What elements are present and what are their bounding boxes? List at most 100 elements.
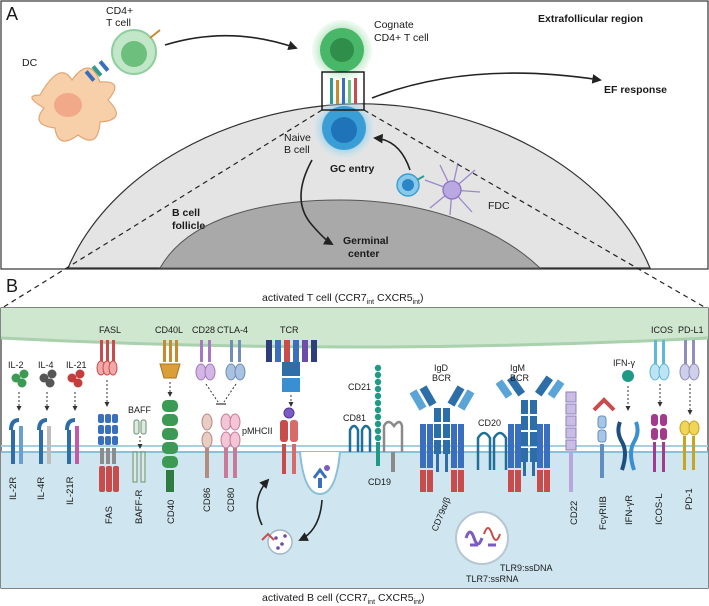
endosome xyxy=(261,529,293,555)
cognate-label-2: CD4+ T cell xyxy=(374,32,429,44)
arrow-gc-entry xyxy=(300,159,334,245)
cd19-receptor xyxy=(382,420,404,472)
il4-label: IL-4 xyxy=(38,360,54,370)
baff-label: BAFF xyxy=(128,405,152,415)
baff-ligand xyxy=(133,419,147,435)
igm-bcr xyxy=(495,375,565,492)
cd4-t-cell xyxy=(111,29,161,75)
synapse-zoom-box xyxy=(321,71,365,111)
igm-label-1: IgM xyxy=(510,363,525,373)
fdc-b-cell xyxy=(396,173,425,197)
il2r-label: IL-2R xyxy=(8,477,19,500)
ifngr-label: IFN-γR xyxy=(624,495,635,525)
igd-bcr xyxy=(409,385,475,492)
il21r-label: IL-21R xyxy=(65,476,76,505)
cd81-receptor xyxy=(348,424,372,452)
il2-label: IL-2 xyxy=(8,360,24,370)
ifng-label: IFN-γ xyxy=(613,358,635,368)
igm-label-2: BCR xyxy=(510,373,530,383)
igd-label-2: BCR xyxy=(432,373,452,383)
ctla4-receptor xyxy=(225,340,246,381)
cd40-receptor xyxy=(162,400,178,492)
cd19-label: CD19 xyxy=(368,477,391,487)
b-cell-caption: activated B cell (CCR7int CXCR5int) xyxy=(262,592,424,606)
cd80-label: CD80 xyxy=(226,488,237,512)
pd1-receptor xyxy=(679,420,700,470)
baffr-receptor xyxy=(132,451,146,483)
tlr9-label: TLR9:ssDNA xyxy=(500,563,553,573)
cognate-t-cell xyxy=(312,20,372,80)
naive-label-2: B cell xyxy=(284,144,310,156)
ifngr-receptor xyxy=(616,421,640,471)
pmhcii-complex xyxy=(280,407,298,474)
il4r-label: IL-4R xyxy=(36,477,47,500)
endocytic-pit xyxy=(299,451,341,496)
cd4-label-2: T cell xyxy=(106,17,131,29)
cd28-receptor xyxy=(195,340,216,381)
synapse-receptors xyxy=(330,78,357,104)
region-label: Extrafollicular region xyxy=(538,13,643,25)
t-cell-region xyxy=(1,308,708,347)
naive-b-cell xyxy=(314,98,374,158)
il4r-receptor xyxy=(37,418,51,464)
cd40l-ligand xyxy=(159,340,181,379)
arrow-to-cognate xyxy=(164,34,298,51)
icosl-label: ICOS-L xyxy=(654,493,665,525)
fcgriib-label: FcγRIIB xyxy=(598,496,609,530)
fas-receptor xyxy=(98,414,119,492)
cd22-receptor xyxy=(565,391,577,492)
cd80-ligand xyxy=(220,413,241,478)
il21r-receptor xyxy=(65,418,79,464)
t-cell-caption: activated T cell (CCR7int CXCR5int) xyxy=(262,292,423,306)
tlr7-label: TLR7:ssRNA xyxy=(466,574,519,584)
cd86-label: CD86 xyxy=(202,488,213,512)
tlr-endosome xyxy=(455,511,509,565)
cognate-label-1: Cognate xyxy=(374,19,414,31)
recycle-arrow-down xyxy=(298,499,323,541)
cd40-label: CD40 xyxy=(166,500,177,524)
cd4-label-1: CD4+ xyxy=(106,5,133,17)
fasl-ligand xyxy=(96,340,118,376)
il21-ligand xyxy=(67,369,85,388)
il21-label: IL-21 xyxy=(66,360,87,370)
il2r-receptor xyxy=(9,418,23,464)
gc-entry-label: GC entry xyxy=(330,163,375,175)
tcr-mhc-contacts xyxy=(84,60,110,82)
cd22-label: CD22 xyxy=(569,501,580,525)
pdl1-label: PD-L1 xyxy=(678,325,704,335)
tcr-complex xyxy=(266,340,317,392)
ifng-ligand xyxy=(622,370,634,382)
naive-label-1: Naive xyxy=(284,132,311,144)
cd81-label: CD81 xyxy=(343,413,366,423)
zoom-line-right xyxy=(363,109,707,309)
germinal-center xyxy=(159,199,542,269)
cd40l-label: CD40L xyxy=(155,325,183,335)
cd28-label: CD28 xyxy=(192,325,215,335)
fcgriib-receptor xyxy=(592,397,616,478)
icosl-ligand xyxy=(651,414,667,472)
dendritic-cell xyxy=(31,67,117,142)
recycle-arrow-up xyxy=(256,478,270,526)
follicle-label-2: follicle xyxy=(172,220,205,232)
ef-response-label: EF response xyxy=(604,84,667,96)
cd21-label: CD21 xyxy=(348,382,371,392)
dc-label: DC xyxy=(22,57,38,69)
icos-receptor xyxy=(649,340,670,381)
pmhcii-label: pMHCII xyxy=(242,426,273,436)
panel-b: B activated T cell (CCR7int CXCR5int) ac… xyxy=(0,276,709,606)
cd86-ligand xyxy=(201,413,213,478)
follicle-label-1: B cell xyxy=(172,207,200,219)
arrow-from-fdc xyxy=(373,133,411,171)
germinal-label-2: center xyxy=(348,248,380,260)
igd-label-1: IgD xyxy=(434,363,449,373)
fasl-label: FASL xyxy=(99,325,121,335)
arrow-ef-response xyxy=(371,72,602,99)
tcr-label: TCR xyxy=(280,325,299,335)
cd21-receptor xyxy=(374,364,382,466)
panel-a-letter: A xyxy=(6,4,18,24)
follicular-dendritic-cell xyxy=(424,162,481,216)
pdl1-ligand xyxy=(679,340,700,381)
fas-label: FAS xyxy=(104,506,115,524)
panel-b-letter: B xyxy=(6,276,18,296)
